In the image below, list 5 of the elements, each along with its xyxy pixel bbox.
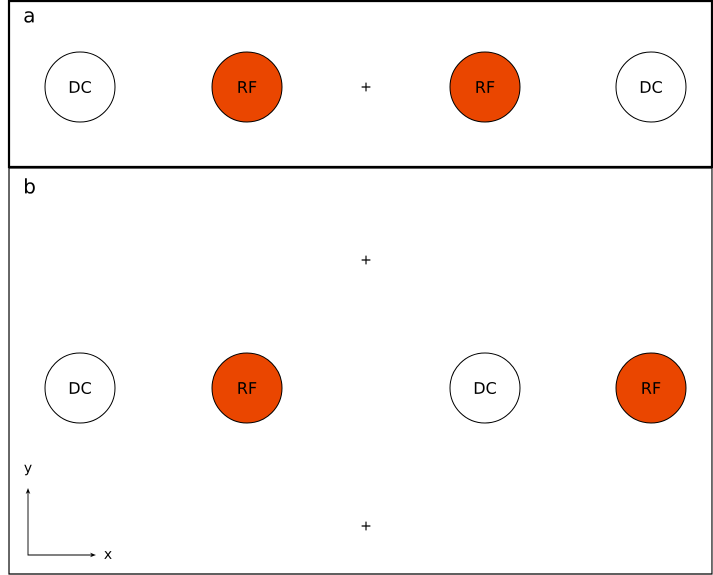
plus-sign: + [362, 82, 370, 92]
plus-sign: + [362, 256, 370, 264]
axis-label: y [24, 464, 32, 476]
plus-sign: + [362, 522, 370, 530]
axis-label: x [104, 551, 112, 559]
